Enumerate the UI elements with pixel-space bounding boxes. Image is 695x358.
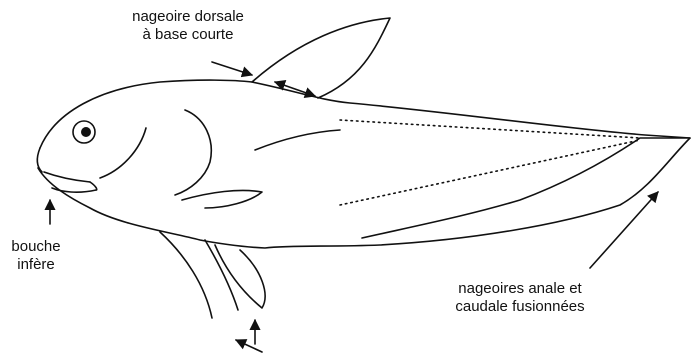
- throat-line-1: [160, 232, 212, 318]
- body-outline: [38, 80, 690, 248]
- dotted-line-lower: [340, 140, 640, 205]
- label-dorsal-fin: nageoire dorsale à base courte: [118, 8, 258, 44]
- pectoral-fin: [182, 190, 262, 208]
- lateral-groove: [255, 130, 340, 150]
- throat-line-2: [205, 240, 238, 310]
- anal-caudal-fin-line: [362, 138, 690, 238]
- mouth-jaw: [90, 182, 97, 190]
- label-dorsal-line1: nageoire dorsale: [118, 8, 258, 26]
- arrow-dorsal-label: [212, 62, 252, 75]
- cheek-line: [100, 128, 146, 178]
- dotted-line-upper: [340, 120, 640, 138]
- label-anal-caudal-fins: nageoires anale et caudale fusionnées: [440, 280, 600, 316]
- label-mouth: bouche infère: [6, 238, 66, 274]
- eye-pupil: [81, 127, 91, 137]
- pelvic-fin: [215, 245, 265, 308]
- label-dorsal-line2: à base courte: [118, 26, 258, 44]
- label-mouth-line2: infère: [6, 256, 66, 274]
- label-mouth-line1: bouche: [6, 238, 66, 256]
- label-anal-caudal-line1: nageoires anale et: [440, 280, 600, 298]
- label-anal-caudal-line2: caudale fusionnées: [440, 298, 600, 316]
- arrow-pelvic-diag: [236, 340, 262, 352]
- mouth-upper: [44, 172, 90, 182]
- gill-cover: [175, 110, 211, 195]
